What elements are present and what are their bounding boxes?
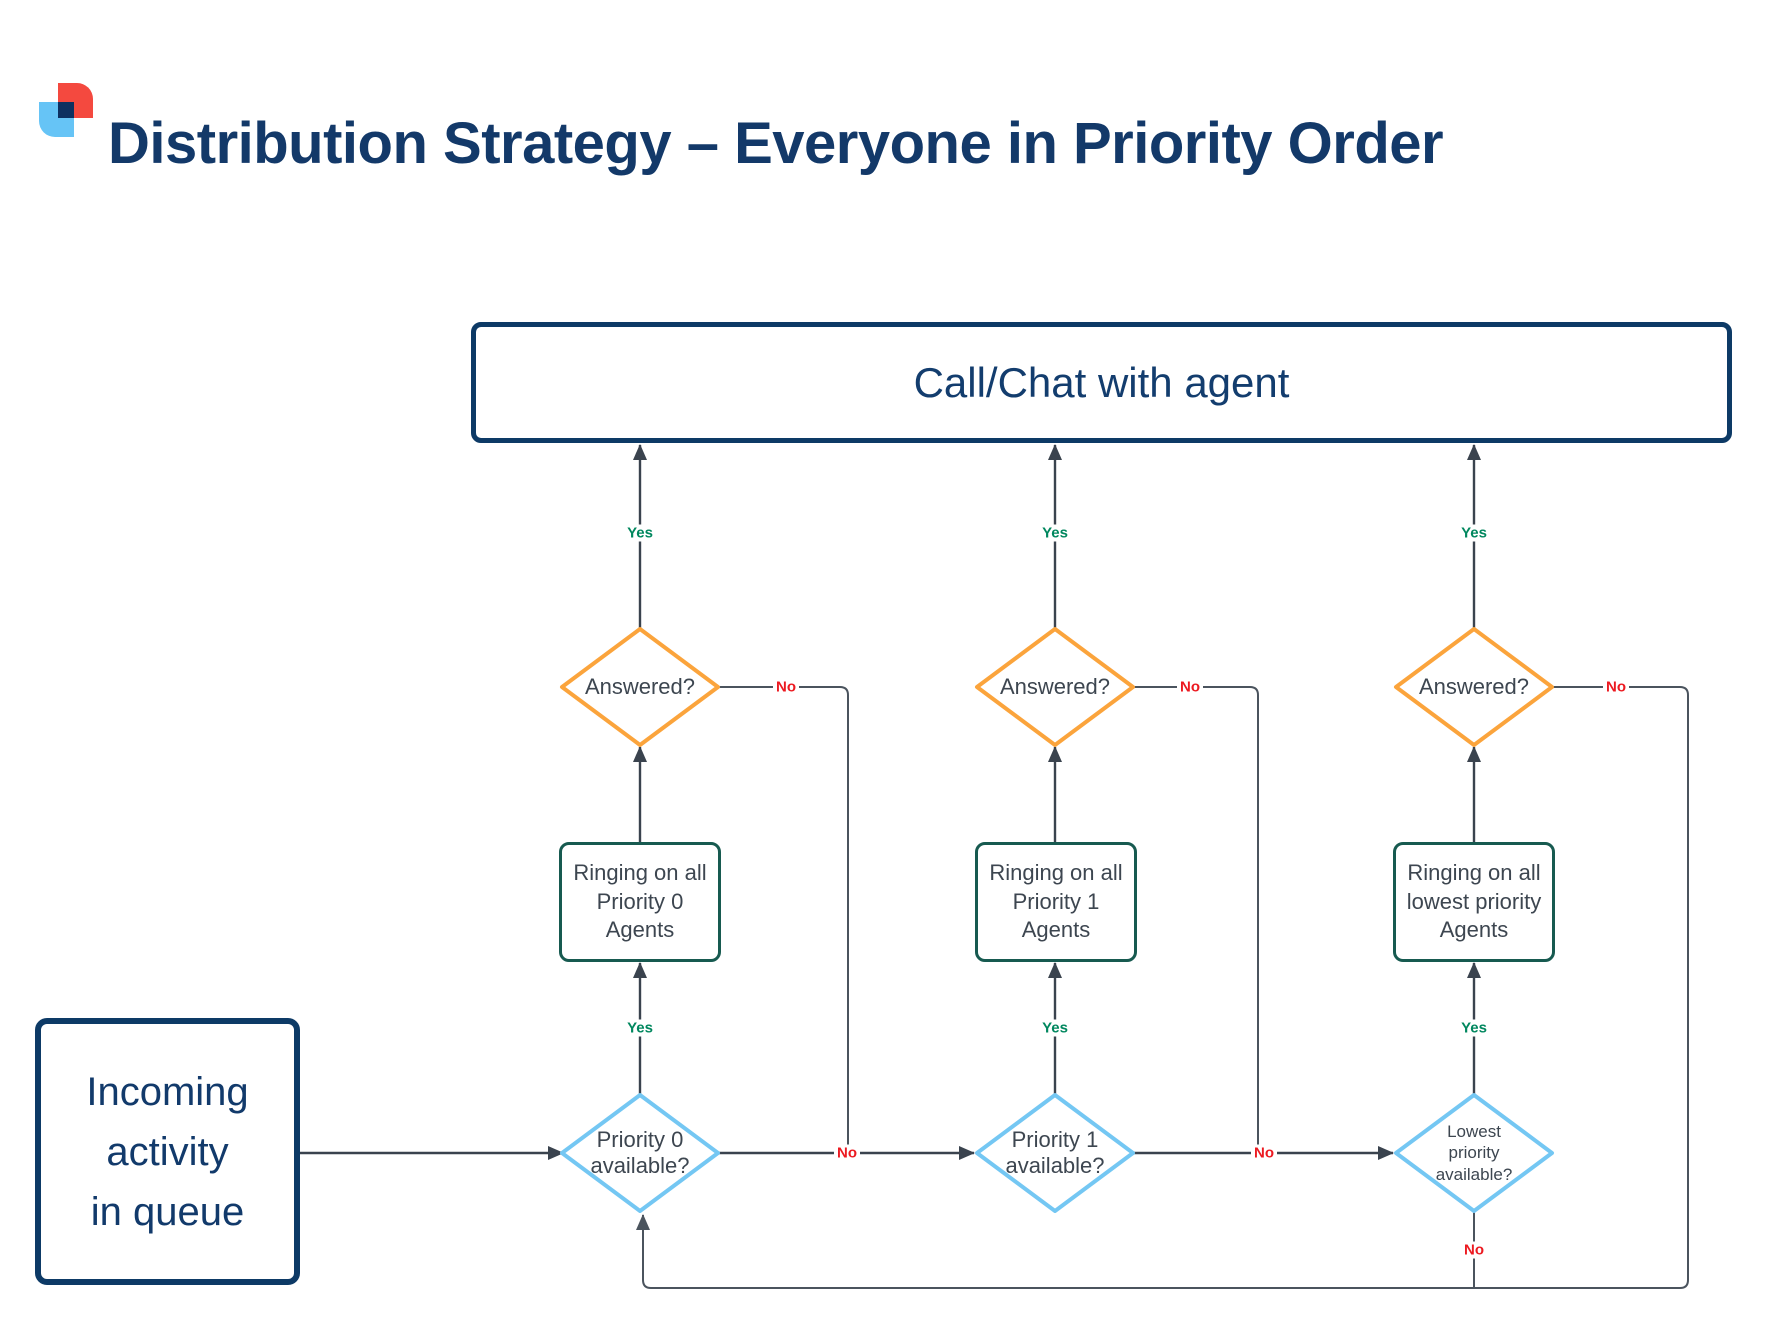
available2-line-1: Priority 1 [1011,1127,1099,1153]
ringing2-line-3: Agents [1021,917,1091,943]
available2-diamond [975,1093,1135,1213]
no-label-available1: No [834,1144,860,1162]
available3-line-1: Lowest [1447,1122,1501,1142]
available3-line-2: priority [1448,1143,1500,1163]
available1-line-2: available? [590,1153,690,1178]
ringing1-line-3: Agents [605,917,675,943]
answered2-label: Answered? [999,674,1111,700]
yes-label-answered1: Yes [624,524,656,542]
ringing-priority0-node: Ringing on all Priority 0 Agents [559,842,721,962]
call-chat-label: Call/Chat with agent [913,358,1290,406]
available3-label: Lowest priority available? [1398,1121,1550,1185]
edge-answered3-no-loopback [636,686,1689,1289]
yes-label-answered2: Yes [1039,524,1071,542]
ringing3-line-2: lowest priority [1406,888,1542,914]
yes-label-available2: Yes [1039,1019,1071,1037]
ringing3-line-3: Agents [1439,917,1509,943]
answered1-label: Answered? [584,674,696,700]
incoming-line-1: Incoming [86,1069,249,1114]
edge-answered1-no-down [718,686,849,1152]
availability-diamonds [560,1093,1554,1213]
no-label-available3: No [1461,1241,1487,1259]
available1-diamond [560,1093,720,1213]
no-label-answered3: No [1603,678,1629,696]
available3-line-3: available? [1435,1164,1513,1184]
answered2-diamond [975,627,1135,747]
call-chat-node: Call/Chat with agent [471,322,1732,443]
ringing2-line-2: Priority 1 [1012,888,1100,914]
answered3-diamond [1394,627,1554,747]
incoming-line-2: activity [106,1129,229,1174]
ringing2-line-1: Ringing on all [989,860,1123,886]
available3-diamond [1394,1093,1554,1213]
edge-answered2-no-down [1133,686,1259,1152]
answered1-diamond [560,627,720,747]
available1-label: Priority 0 available? [564,1127,716,1179]
ringing-lowest-priority-node: Ringing on all lowest priority Agents [1393,842,1555,962]
yes-label-available3: Yes [1458,1019,1490,1037]
ringing1-line-2: Priority 0 [596,888,684,914]
ringing1-line-1: Ringing on all [573,860,707,886]
answered3-label: Answered? [1418,674,1530,700]
no-loop-lines [636,686,1689,1289]
main-flow-arrows [300,444,1481,1160]
available2-line-2: available? [1005,1153,1105,1178]
ringing3-line-1: Ringing on all [1407,860,1541,886]
no-label-answered2: No [1177,678,1203,696]
available1-line-1: Priority 0 [596,1127,684,1153]
logo-navy-square [58,102,74,118]
no-label-answered1: No [773,678,799,696]
available2-label: Priority 1 available? [979,1127,1131,1179]
no-label-available2: No [1251,1144,1277,1162]
page-title: Distribution Strategy – Everyone in Prio… [108,111,1444,176]
ringing-priority1-node: Ringing on all Priority 1 Agents [975,842,1137,962]
incoming-line-3: in queue [90,1189,245,1234]
answered-diamonds [560,627,1554,747]
yes-label-answered3: Yes [1458,524,1490,542]
incoming-activity-node: Incoming activity in queue [35,1018,300,1285]
yes-label-available1: Yes [624,1019,656,1037]
